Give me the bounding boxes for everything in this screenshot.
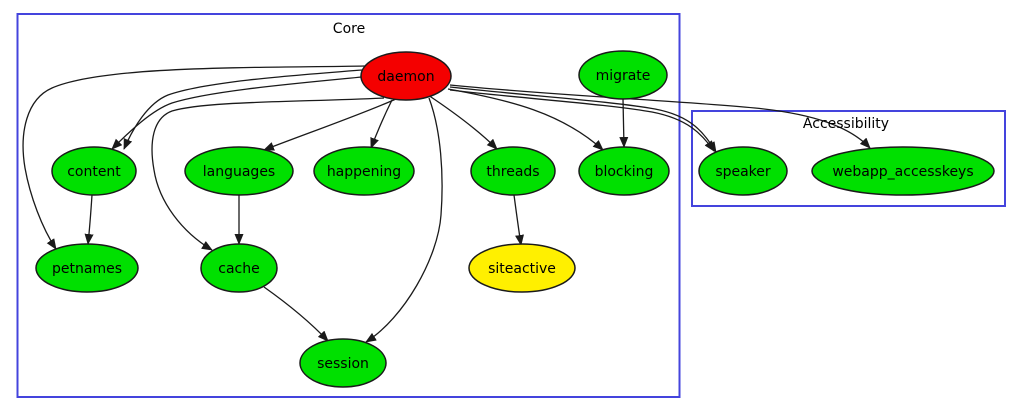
edge-daemon-to-speaker-2 [449, 89, 715, 152]
node-cache: cache [200, 243, 278, 293]
node-daemon-shape [360, 51, 452, 101]
node-session: session [299, 338, 387, 388]
edge-daemon-to-speaker-1 [449, 86, 717, 153]
edge-content-to-petnames [84, 194, 94, 245]
node-siteactive: siteactive [468, 243, 576, 293]
node-webapp-accesskeys: webapp_accesskeys [811, 146, 995, 196]
node-languages-shape [184, 146, 294, 196]
cluster-accessibility-box [691, 110, 1006, 207]
node-speaker-label: speaker [715, 164, 771, 180]
node-blocking-shape [578, 146, 670, 196]
node-siteactive-label: siteactive [488, 261, 556, 277]
node-migrate-label: migrate [596, 68, 651, 84]
node-content-label: content [67, 164, 121, 180]
edge-daemon-to-session [365, 97, 443, 343]
edge-daemon-to-languages [263, 98, 397, 151]
edge-migrate-to-blocking [619, 98, 629, 148]
node-threads-label: threads [486, 164, 539, 180]
cluster-core-label: Core [333, 21, 365, 37]
edge-daemon-to-content-1 [123, 69, 363, 150]
node-content-shape [51, 146, 137, 196]
node-happening: happening [313, 146, 415, 196]
node-cache-shape [200, 243, 278, 293]
edge-daemon-to-webapp-accesskeys [449, 84, 871, 149]
node-migrate-shape [578, 50, 668, 100]
edge-threads-to-siteactive [513, 194, 524, 246]
node-speaker-shape [698, 146, 788, 196]
node-threads-shape [470, 146, 556, 196]
node-blocking: blocking [578, 146, 670, 196]
cluster-core-box [16, 13, 681, 398]
node-migrate: migrate [578, 50, 668, 100]
edge-daemon-to-happening [370, 99, 393, 149]
node-content: content [51, 146, 137, 196]
node-speaker: speaker [698, 146, 788, 196]
edge-cache-to-session [263, 286, 329, 342]
node-webapp-accesskeys-label: webapp_accesskeys [832, 164, 973, 180]
node-languages: languages [184, 146, 294, 196]
node-languages-label: languages [203, 164, 275, 180]
edge-daemon-to-cache [151, 97, 385, 251]
node-threads: threads [470, 146, 556, 196]
node-siteactive-shape [468, 243, 576, 293]
node-petnames-label: petnames [52, 261, 122, 277]
node-blocking-label: blocking [595, 164, 654, 180]
node-happening-shape [313, 146, 415, 196]
node-petnames-shape [35, 243, 139, 293]
node-petnames: petnames [35, 243, 139, 293]
cluster-accessibility-label: Accessibility [803, 116, 889, 132]
edge-daemon-to-petnames [22, 65, 366, 250]
node-happening-label: happening [327, 164, 401, 180]
node-session-shape [299, 338, 387, 388]
node-session-label: session [317, 356, 369, 372]
node-cache-label: cache [218, 261, 259, 277]
node-daemon: daemon [360, 51, 452, 101]
edge-daemon-to-threads [427, 94, 498, 150]
node-webapp-accesskeys-shape [811, 146, 995, 196]
node-daemon-label: daemon [377, 69, 434, 85]
edge-daemon-to-blocking [447, 88, 604, 151]
edge-daemon-to-content-2 [111, 76, 363, 150]
